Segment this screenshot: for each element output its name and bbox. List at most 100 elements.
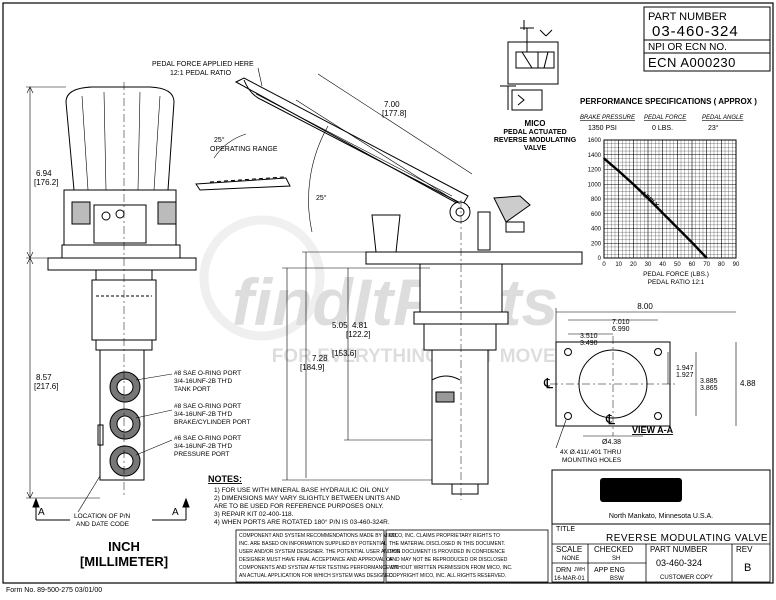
left-dimensions: [26, 86, 100, 499]
dim-800: 8.00: [637, 302, 653, 311]
x-tick-label: 70: [703, 262, 710, 268]
dim-7010: 7.010: [612, 319, 630, 326]
y-tick-label: 400: [591, 227, 602, 233]
y-tick-label: 0: [598, 256, 602, 262]
section-arrows: [32, 497, 190, 521]
x-tick-label: 30: [645, 262, 652, 268]
tank-port-line-3: TANK PORT: [174, 386, 211, 393]
note-2: 2) DIMENSIONS MAY VARY SLIGHTLY BETWEEN …: [214, 495, 400, 502]
tb-part-value: 03-460-324: [656, 558, 702, 568]
pedal-force-label: PEDAL FORCE APPLIED HERE: [152, 61, 254, 68]
disc-right-line: AND MAY NOT BE REPRODUCED OR DISCLOSED: [389, 557, 508, 563]
dim-481: 4.81: [352, 321, 368, 330]
title-label: TITLE: [556, 526, 575, 533]
perf-header-force: PEDAL FORCE: [644, 115, 687, 121]
customer-copy: CUSTOMER COPY: [660, 575, 713, 581]
pedal-labels: PEDAL FORCE APPLIED HERE 12:1 PEDAL RATI…: [152, 61, 406, 372]
mico-logo-block: mico North Mankato, Minnesota U.S.A.: [551, 469, 771, 525]
y-tick-label: 800: [591, 197, 602, 203]
dim-505: 5.05: [332, 321, 348, 330]
schematic-line-2: PEDAL ACTUATED: [503, 129, 566, 136]
chart-xlabel-1: PEDAL FORCE (LBS.): [643, 271, 709, 278]
dim-3490: 3.490: [580, 340, 598, 347]
holes-line-1: 4X Ø.411/.401 THRU: [560, 449, 621, 456]
port-callouts: [77, 373, 173, 513]
app-label: APP ENG: [594, 567, 625, 574]
left-dimension-labels: 6.94 [176.2] 8.57 [217.6]: [34, 169, 58, 391]
npi-label: NPI OR ECN NO.: [648, 42, 727, 53]
watermark-tagline: FOR EVERYTHING THAT MOVES: [272, 346, 569, 367]
x-tick-label: 80: [718, 262, 725, 268]
drn-value: JWH: [574, 567, 585, 573]
operating-range-label: OPERATING RANGE: [210, 146, 278, 153]
x-tick-label: 60: [689, 262, 696, 268]
dim-3865: 3.865: [700, 385, 718, 392]
title-value: REVERSE MODULATING VALVE: [606, 533, 768, 544]
units-mm: [MILLIMETER]: [80, 554, 168, 569]
dim-694: 6.94: [36, 169, 52, 178]
brake-port-line-3: BRAKE/CYLINDER PORT: [174, 419, 250, 426]
pedal-dimensions: [257, 67, 473, 481]
y-tick-label: 600: [591, 212, 602, 218]
series-apply-point: [691, 241, 693, 244]
centerline-symbol-h: ℄: [543, 375, 553, 391]
pressure-port-line-3: PRESSURE PORT: [174, 451, 230, 458]
disc-left-line: USER AND/OR SYSTEM DESIGNER. THE POTENTI…: [239, 549, 401, 555]
valve-side-view: [47, 82, 197, 498]
dim-728: 7.28: [312, 354, 328, 363]
mico-logo: mico: [618, 480, 665, 502]
dim-488: 4.88: [740, 379, 756, 388]
disclaimers: COMPONENT AND SYSTEM RECOMMENDATIONS MAD…: [235, 529, 549, 583]
dim-481-mm: [122.2]: [346, 330, 370, 339]
x-tick-label: 0: [602, 262, 606, 268]
pedal-view: [195, 77, 583, 500]
ecn-value: ECN A000230: [648, 55, 736, 70]
pressure-port-line-2: 3/4-16UNF-2B TH'D: [174, 443, 232, 450]
dim-700-mm: [177.8]: [382, 109, 406, 118]
dim-3885: 3.885: [700, 378, 718, 385]
note-1: 1) FOR USE WITH MINERAL BASE HYDRAULIC O…: [214, 487, 390, 494]
scale-label: SCALE: [556, 545, 582, 554]
mico-address: North Mankato, Minnesota U.S.A.: [609, 513, 713, 520]
chart-xlabel-2: PEDAL RATIO 12:1: [648, 279, 705, 286]
app-value: BSW: [610, 576, 624, 582]
schematic-line-1: MICO: [525, 119, 546, 128]
perf-value-pressure: 1350 PSI: [588, 125, 617, 132]
watermark-brand: findItParts: [232, 265, 558, 339]
pressure-port-line-1: #6 SAE O-RING PORT: [174, 435, 241, 442]
note-3: 3) REPAIR KIT 02-400-118.: [214, 511, 294, 518]
disc-right-line: WITHOUT WRITTEN PERMISSION FROM MICO, IN…: [389, 565, 513, 571]
port-callout-text: #8 SAE O-RING PORT 3/4-16UNF-2B TH'D TAN…: [74, 370, 250, 528]
brake-port-line-1: #8 SAE O-RING PORT: [174, 403, 241, 410]
disc-right-line: MICO, INC. CLAIMS PROPRIETARY RIGHTS TO: [389, 533, 500, 539]
perf-value-angle: 23°: [708, 124, 719, 132]
checked-value: SH: [612, 556, 620, 562]
disc-left-line: COMPONENTS AND SYSTEM AFTER TESTING PERF…: [239, 565, 398, 571]
note-2b: ARE TO BE USED FOR REFERENCE PURPOSES ON…: [214, 503, 384, 510]
rev-label: REV: [736, 545, 753, 554]
series-apply-point: [632, 183, 635, 186]
disc-left-line: DESIGNER MUST HAVE FINAL ACCEPTANCE AND …: [239, 557, 393, 563]
y-tick-label: 1200: [588, 168, 602, 174]
notes: NOTES: 1) FOR USE WITH MINERAL BASE HYDR…: [208, 474, 400, 526]
x-tick-label: 90: [733, 262, 740, 268]
angle-25-b: 25°: [316, 194, 327, 202]
schematic-caption: MICO PEDAL ACTUATED REVERSE MODULATING V…: [494, 119, 577, 152]
y-tick-label: 1000: [588, 182, 602, 188]
dim-728-mm: [184.9]: [300, 363, 324, 372]
dim-1947: 1.947: [676, 365, 694, 372]
y-tick-label: 1600: [588, 138, 602, 144]
tb-part-label: PART NUMBER: [650, 545, 708, 554]
tank-port-line-1: #8 SAE O-RING PORT: [174, 370, 241, 377]
perf-header-pressure: BRAKE PRESSURE: [580, 115, 636, 121]
location-line-1: LOCATION OF P/N: [74, 513, 131, 520]
brake-port-line-2: 3/4-16UNF-2B TH'D: [174, 411, 232, 418]
units-inch: INCH: [108, 539, 140, 554]
series-apply-point: [617, 170, 620, 172]
schematic-line-4: VALVE: [524, 145, 547, 152]
pedal-ratio-label: 12:1 PEDAL RATIO: [170, 70, 232, 77]
dim-3510: 3.510: [580, 333, 598, 340]
watermark: findItParts FOR EVERYTHING THAT MOVES: [199, 215, 569, 367]
